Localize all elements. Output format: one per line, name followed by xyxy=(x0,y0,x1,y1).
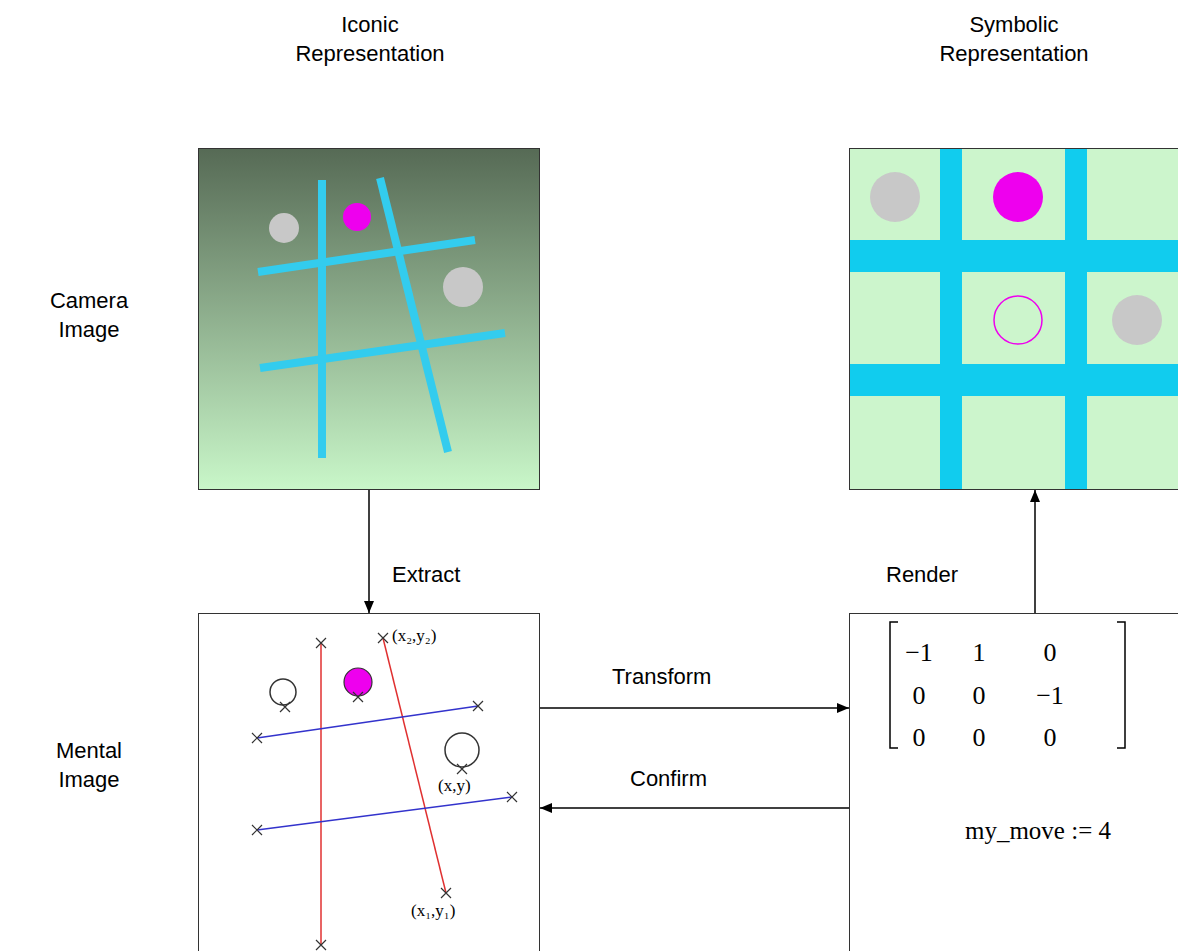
flow-arrow xyxy=(1034,490,1036,613)
flow-arrow xyxy=(368,490,370,613)
symbolic-board xyxy=(849,148,1178,490)
flow-arrow xyxy=(540,807,849,809)
coordinate-label: (x,y) xyxy=(437,776,472,796)
arrow-label: Render xyxy=(886,562,958,588)
matrix-brackets xyxy=(849,613,1178,951)
column-heading: Iconic Representation xyxy=(280,11,460,68)
matrix-cell: −1 xyxy=(1036,679,1064,713)
row-label: Mental Image xyxy=(34,737,144,794)
arrow-label: Extract xyxy=(392,562,460,588)
column-heading: Symbolic Representation xyxy=(924,11,1104,68)
arrow-label: Transform xyxy=(612,664,711,690)
symbolic-board-panel: Symbolic Representation xyxy=(849,148,1178,490)
matrix-cell: −1 xyxy=(905,636,933,670)
mental-image-panel: Mental Image xyxy=(198,613,540,951)
matrix-cell: 0 xyxy=(973,679,986,713)
coordinate-label: (x₂,y₂) xyxy=(391,626,437,646)
mental-image xyxy=(198,613,540,951)
arrow-label: Confirm xyxy=(630,766,707,792)
row-label: Camera Image xyxy=(34,287,144,344)
matrix-cell: 0 xyxy=(1044,636,1057,670)
matrix-cell: 0 xyxy=(913,721,926,755)
matrix-panel: −1 1 0 0 0 −1 0 0 0 my_move := 4 xyxy=(849,613,1178,951)
matrix-cell: 1 xyxy=(973,636,986,670)
matrix-cell: 0 xyxy=(913,679,926,713)
camera-image xyxy=(198,148,540,490)
camera-image-panel: Iconic RepresentationCamera Image xyxy=(198,148,540,490)
flow-arrow xyxy=(540,707,849,709)
coordinate-label: (x₁,y₁) xyxy=(410,901,456,921)
move-statement: my_move := 4 xyxy=(965,815,1111,848)
matrix-cell: 0 xyxy=(1044,721,1057,755)
matrix-cell: 0 xyxy=(973,721,986,755)
